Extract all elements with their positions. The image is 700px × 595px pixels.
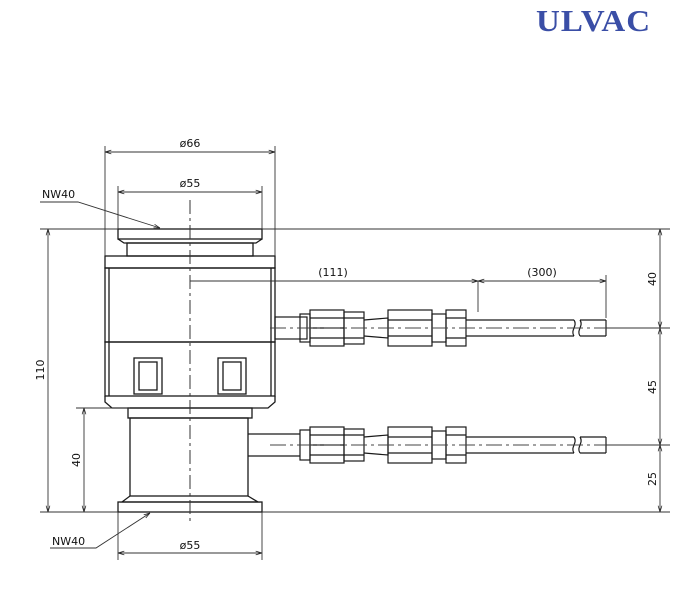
dimension-lines (40, 146, 670, 560)
label-flange-top: NW40 (42, 188, 75, 201)
dim-right-mid: 45 (646, 380, 659, 394)
lower-body (129, 417, 249, 497)
window-right (217, 357, 247, 395)
dim-top-outer-dia: ø66 (180, 137, 201, 150)
window-left (133, 357, 163, 395)
label-flange-bottom: NW40 (52, 535, 85, 548)
dim-right-top: 40 (646, 272, 659, 286)
dim-bottom-dia: ø55 (180, 539, 201, 552)
dim-cable-length: (300) (527, 266, 557, 279)
dim-lower-body-height: 40 (70, 453, 83, 467)
dim-tube-offset: (111) (318, 266, 348, 279)
dim-total-height: 110 (34, 360, 47, 381)
ulvac-logo: ULVAC (536, 5, 652, 39)
dim-right-bottom: 25 (646, 472, 659, 486)
dim-top-inner-dia: ø55 (180, 177, 201, 190)
